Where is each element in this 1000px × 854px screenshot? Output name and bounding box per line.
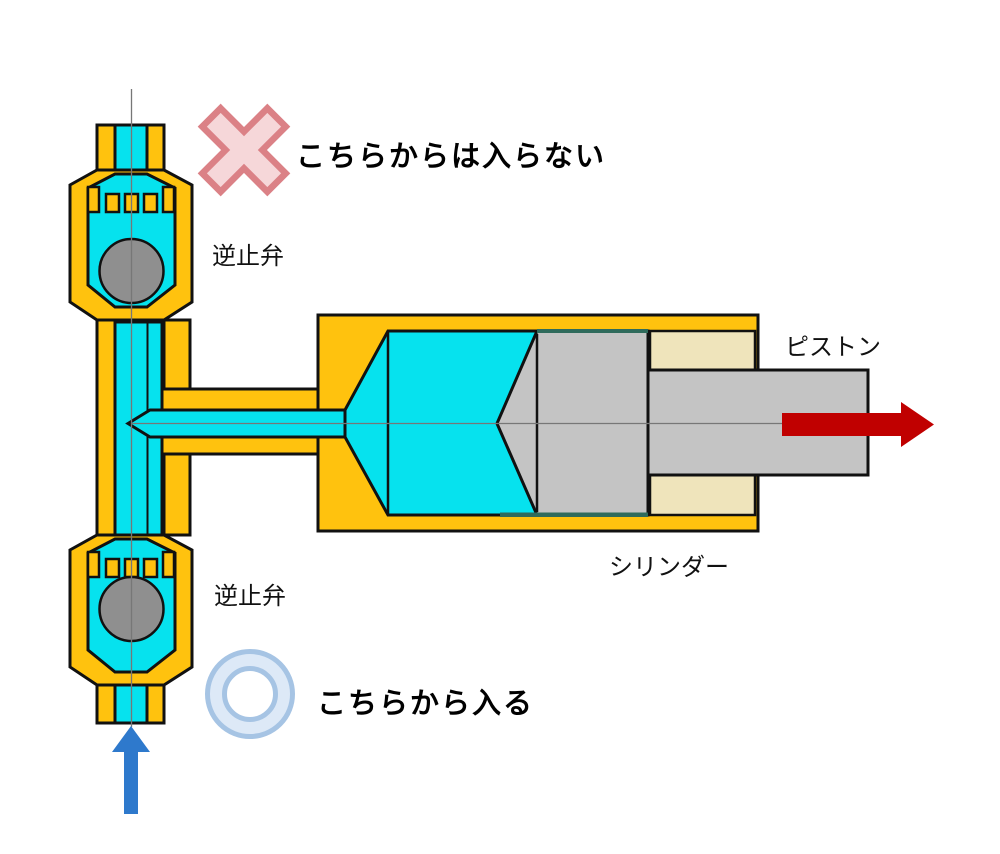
label-check-valve-bottom: 逆止弁 (214, 583, 286, 610)
piston-seal-bottom (500, 512, 648, 517)
upper-seat-tooth (104, 192, 121, 214)
circle-mark-icon (205, 649, 295, 739)
x-mark-icon (197, 103, 291, 197)
centerlines (130, 89, 868, 727)
label-no-entry: こちらからは入らない (296, 141, 607, 173)
upper-seat-post-left (86, 185, 101, 214)
upper-seat-tooth (142, 192, 159, 214)
inflow-arrow-up (112, 726, 150, 814)
label-entry: こちらから入る (317, 688, 535, 720)
piston-seal-top (537, 329, 648, 333)
x-mark-shape (197, 103, 291, 197)
lower-seat-post-right (161, 550, 176, 579)
upper-seat-post-right (161, 185, 176, 214)
lower-seat-post-left (86, 550, 101, 579)
lower-seat-tooth (104, 557, 121, 579)
piston-arrow-right (782, 402, 934, 447)
circle-mark-inner (222, 666, 278, 722)
label-cylinder: シリンダー (609, 554, 729, 581)
label-piston: ピストン (785, 334, 881, 361)
label-check-valve-top: 逆止弁 (212, 243, 284, 270)
lower-seat-tooth (142, 557, 159, 579)
